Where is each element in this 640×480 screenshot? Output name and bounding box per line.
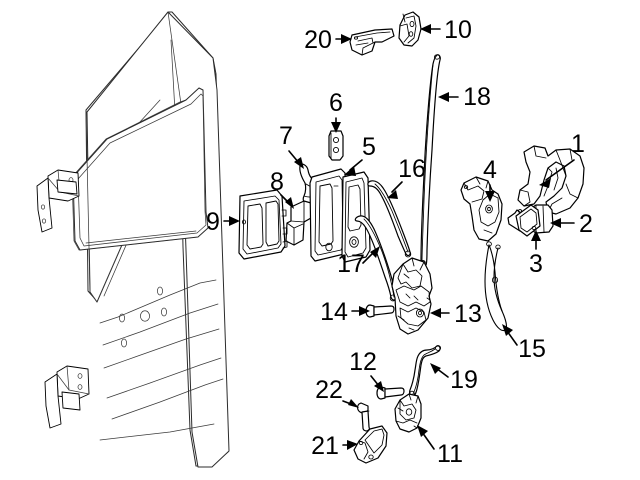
part-14-latch-mounting-bolt — [365, 304, 395, 318]
part-13-door-latch-assembly — [391, 257, 433, 335]
part-20-upper-guide-bracket — [349, 28, 395, 56]
callout-label-5: 5 — [362, 133, 376, 161]
part-22-latch-bolt-screw-lower — [357, 402, 370, 432]
callout-label-22: 22 — [315, 376, 343, 404]
callout-label-6: 6 — [329, 89, 343, 117]
part-9-interior-handle-bezel — [238, 189, 288, 260]
callout-label-3: 3 — [529, 250, 543, 278]
callout-label-7: 7 — [279, 122, 293, 150]
part-16-upper-control-rod — [367, 180, 412, 258]
callout-label-15: 15 — [518, 335, 546, 363]
callout-label-12: 12 — [349, 348, 377, 376]
part-10-upper-striker-bracket — [398, 11, 422, 47]
part-3-handle-escutcheon-plate — [507, 204, 541, 237]
callout-label-21: 21 — [311, 432, 339, 460]
part-6-lock-knob-retainer — [328, 130, 344, 161]
callout-label-20: 20 — [304, 26, 332, 54]
callout-label-11: 11 — [437, 440, 463, 468]
callout-label-9: 9 — [206, 208, 220, 236]
part-15-release-cable-loop — [484, 241, 507, 332]
callout-label-13: 13 — [454, 300, 482, 328]
callout-label-1: 1 — [571, 130, 585, 158]
callout-label-10: 10 — [444, 16, 472, 44]
part-17-lower-control-rod — [354, 215, 397, 302]
door-panel — [71, 11, 230, 468]
part-8-door-handle-clip — [285, 200, 312, 246]
part-21-lower-roller-bracket — [353, 425, 388, 464]
callout-label-19: 19 — [450, 366, 478, 394]
callout-label-17: 17 — [337, 250, 365, 278]
part-5-lock-cylinder-housing — [309, 168, 371, 263]
callout-label-4: 4 — [483, 156, 497, 184]
part-11-lower-latch-striker — [394, 393, 422, 433]
callout-label-8: 8 — [270, 168, 284, 196]
door-hinge-lower — [44, 365, 90, 429]
callout-label-14: 14 — [320, 298, 348, 326]
callout-leaders — [223, 24, 575, 450]
part-4-upper-latch-actuator — [460, 176, 503, 242]
callout-label-16: 16 — [398, 155, 426, 183]
door-hinge-upper — [36, 169, 80, 233]
callout-label-2: 2 — [579, 210, 593, 238]
callout-labels: 1 2 3 4 5 6 7 8 9 10 11 12 13 14 15 16 1… — [206, 16, 593, 468]
callout-label-18: 18 — [463, 83, 491, 111]
